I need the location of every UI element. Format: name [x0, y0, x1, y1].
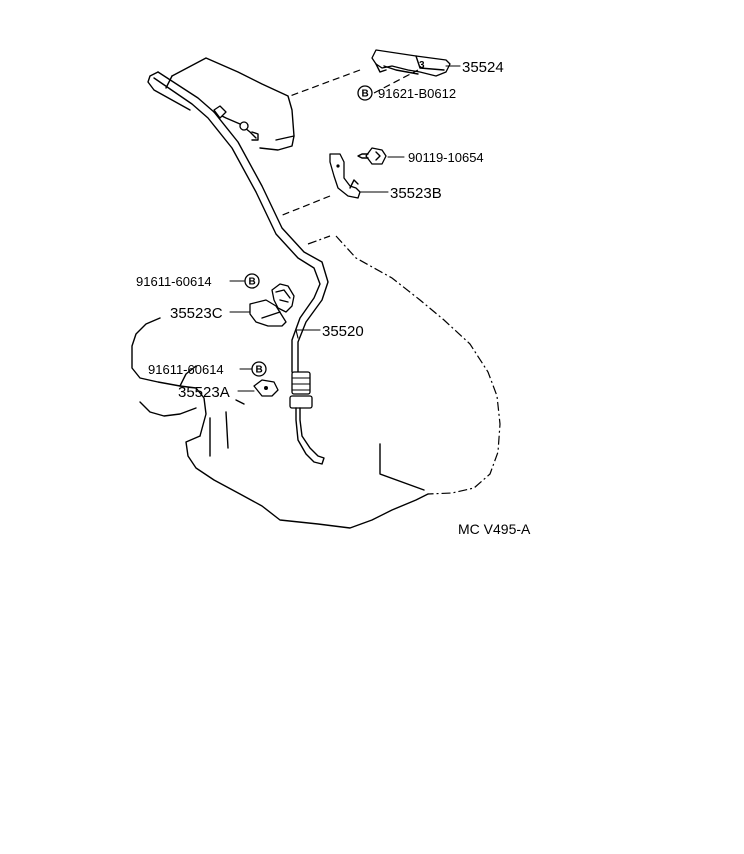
part-label-35523c: 35523C [170, 305, 223, 322]
clip-35523a [237, 379, 279, 397]
bracket-35523b [279, 153, 389, 217]
svg-text:B: B [249, 277, 256, 288]
bracket-35524: 3 [371, 49, 461, 77]
throttle-body [165, 57, 361, 151]
svg-text:B: B [362, 89, 369, 100]
throttle-cable [147, 71, 329, 465]
bracket-35523c [229, 283, 295, 327]
svg-text:3: 3 [419, 60, 425, 71]
bolt-marker-icon: B [357, 85, 373, 101]
part-label-35523a: 35523A [178, 384, 230, 401]
leader-lines [229, 69, 419, 370]
part-label-91611-60614-upper: 91611-60614 [136, 274, 212, 289]
part-label-91611-60614-lower: 91611-60614 [148, 362, 224, 377]
bolt-90119 [357, 147, 405, 165]
bolt-marker-icon: B [244, 273, 260, 289]
part-label-91621-b0612: 91621-B0612 [378, 86, 456, 101]
part-label-35524: 35524 [462, 59, 504, 76]
part-label-35523b: 35523B [390, 185, 442, 202]
svg-text:B: B [256, 365, 263, 376]
bolt-marker-icon: B [251, 361, 267, 377]
part-label-90119-10654: 90119-10654 [408, 150, 484, 165]
diagram-code: MC V495-A [458, 521, 531, 537]
part-label-35520: 35520 [322, 323, 364, 340]
transmission-housing [131, 235, 501, 529]
